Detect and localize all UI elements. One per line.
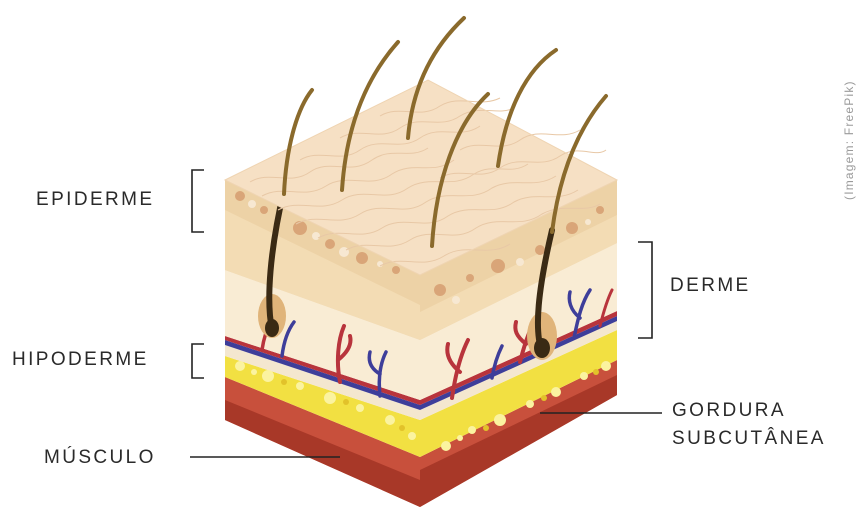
epiderme-bracket [192,170,204,232]
subcutanea-label: SUBCUTÂNEA [672,429,826,448]
image-credit: (Imagem: FreePik) [842,80,856,200]
gordura-label: GORDURA [672,401,786,420]
musculo-label: MÚSCULO [44,448,156,467]
derme-bracket [638,242,652,338]
hipoderme-label: HIPODERME [12,350,149,369]
epiderme-label: EPIDERME [36,190,154,209]
derme-label: DERME [670,276,751,295]
hipoderme-bracket [192,344,204,378]
